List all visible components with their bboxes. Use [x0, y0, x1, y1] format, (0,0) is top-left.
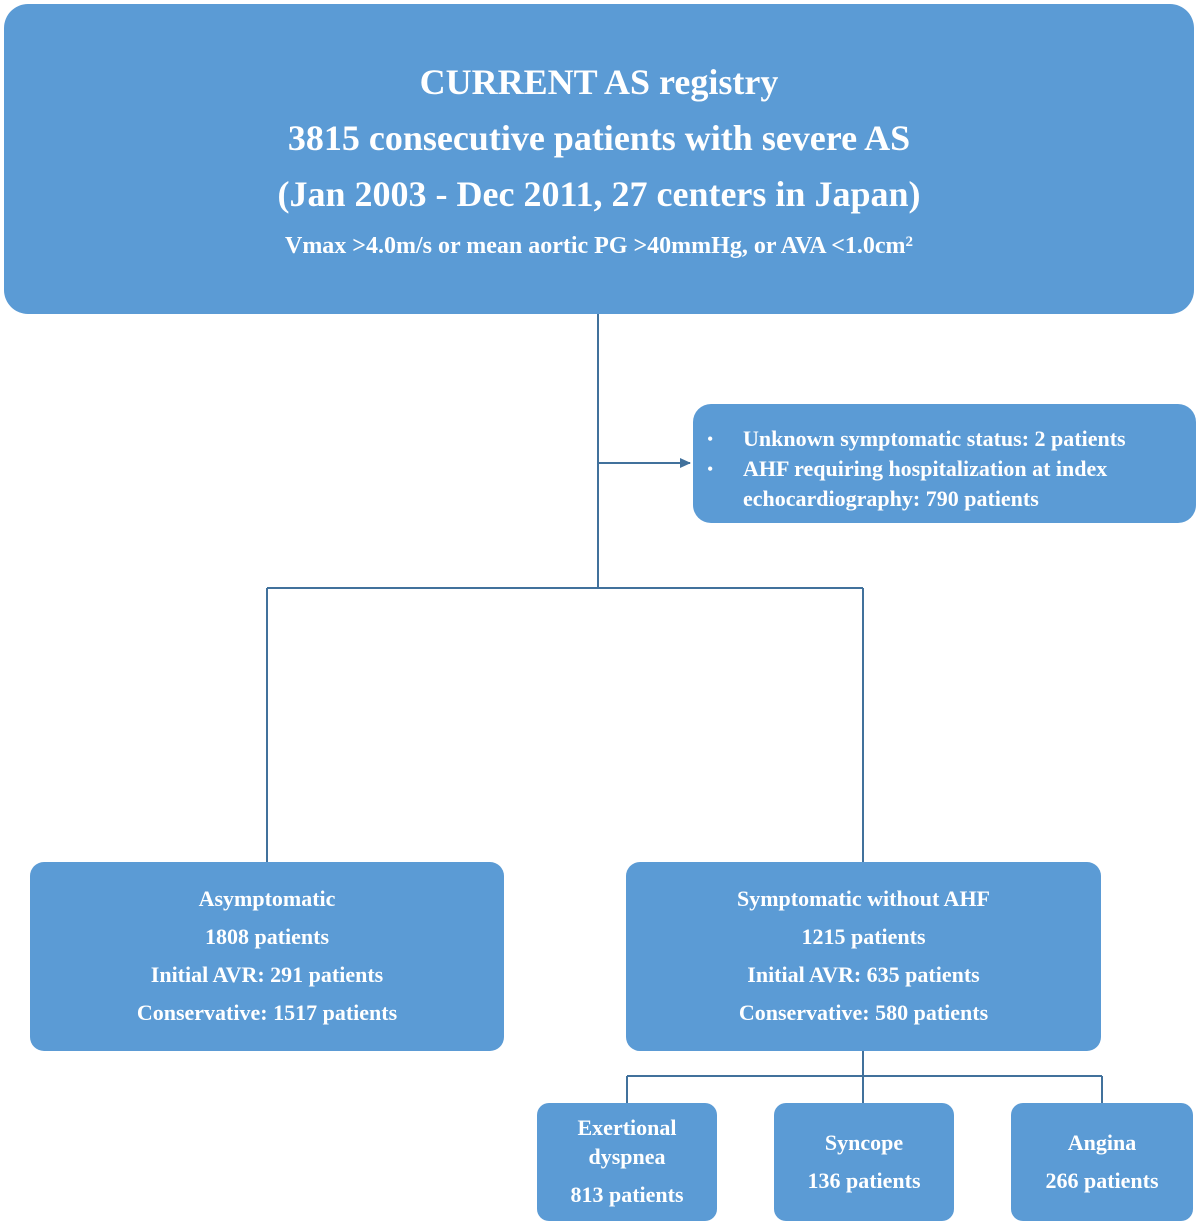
syncope-count: 136 patients [807, 1168, 921, 1193]
registry-criteria: Vmax >4.0m/s or mean aortic PG >40mmHg, … [284, 233, 906, 259]
registry-criteria-line: Vmax >4.0m/s or mean aortic PG >40mmHg, … [4, 230, 1194, 262]
asymptomatic-title: Asymptomatic [198, 886, 336, 911]
exertional-dyspnea-label-line2: dyspnea [588, 1144, 666, 1169]
symptomatic-initial-avr: Initial AVR: 635 patients [747, 962, 980, 987]
registry-title: CURRENT AS registry [419, 62, 779, 102]
symptomatic-box: Symptomatic without AHF 1215 patients In… [626, 862, 1101, 1051]
symptomatic-title: Symptomatic without AHF [737, 886, 990, 911]
angina-box: Angina 266 patients [1011, 1103, 1193, 1221]
asymptomatic-box: Asymptomatic 1808 patients Initial AVR: … [30, 862, 504, 1051]
exertional-dyspnea-box: Exertional dyspnea 813 patients [537, 1103, 717, 1221]
syncope-label: Syncope [824, 1130, 904, 1155]
bullet-icon: • [707, 429, 714, 449]
symptomatic-conservative: Conservative: 580 patients [738, 1000, 989, 1025]
asymptomatic-conservative: Conservative: 1517 patients [136, 1000, 398, 1025]
symptomatic-count: 1215 patients [801, 924, 926, 949]
exertional-dyspnea-count: 813 patients [570, 1182, 684, 1207]
excluded-item-unknown: • Unknown symptomatic status: 2 patients [707, 424, 1192, 454]
excluded-item-text: AHF requiring hospitalization at index [743, 456, 1108, 481]
exertional-dyspnea-label-line1: Exertional [577, 1115, 677, 1140]
excluded-list: •Unknown symptomatic status: 2 patients … [707, 424, 1192, 514]
angina-label: Angina [1067, 1130, 1137, 1155]
angina-count: 266 patients [1045, 1168, 1159, 1193]
excluded-item-text: echocardiography: 790 patients [743, 486, 1039, 511]
excluded-item-text: Unknown symptomatic status: 2 patients [743, 426, 1126, 451]
registry-period: (Jan 2003 - Dec 2011, 27 centers in Japa… [277, 174, 921, 214]
excluded-box: •Unknown symptomatic status: 2 patients … [693, 404, 1196, 523]
excluded-item-ahf: • AHF requiring hospitalization at index [707, 454, 1192, 484]
registry-criteria-superscript: 2 [905, 234, 914, 250]
registry-box: CURRENT AS registry 3815 consecutive pat… [4, 4, 1194, 314]
excluded-item-ahf-continued: echocardiography: 790 patients [707, 484, 1192, 514]
asymptomatic-initial-avr: Initial AVR: 291 patients [150, 962, 384, 987]
asymptomatic-count: 1808 patients [204, 924, 330, 949]
bullet-icon: • [707, 459, 714, 479]
syncope-box: Syncope 136 patients [774, 1103, 954, 1221]
registry-population: 3815 consecutive patients with severe AS [287, 118, 911, 158]
